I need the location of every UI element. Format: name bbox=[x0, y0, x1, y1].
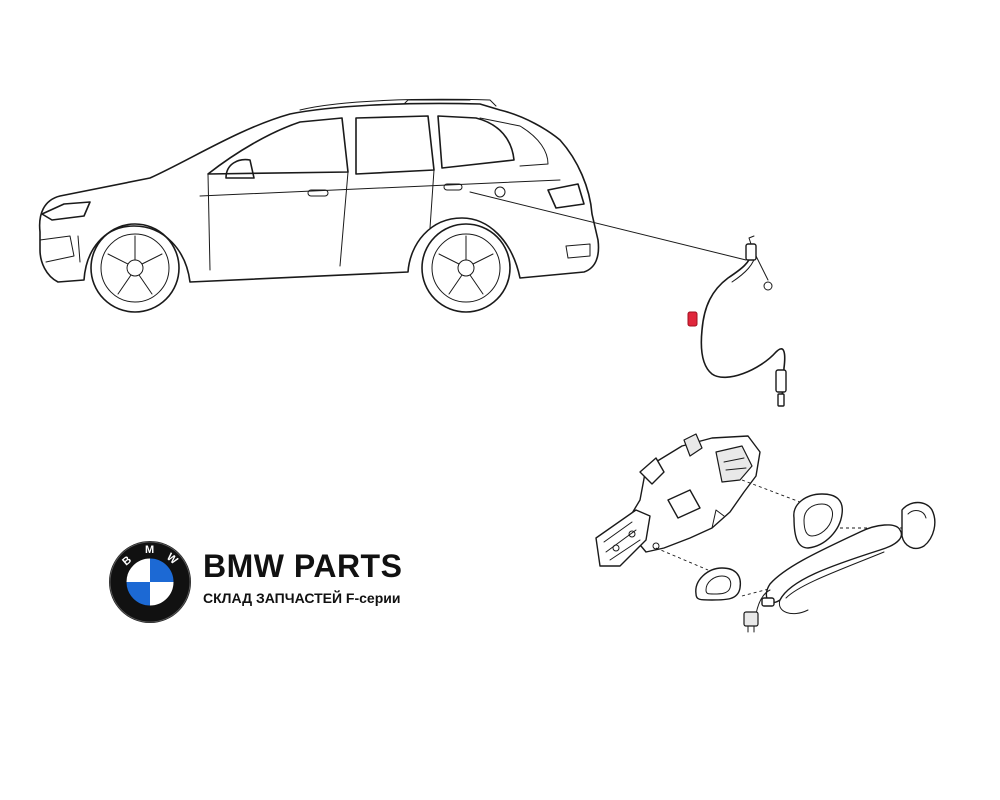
brand-block: BMW PARTS СКЛАД ЗАПЧАСТЕЙ F-серии bbox=[203, 548, 402, 608]
logo-letter-m: M bbox=[145, 544, 154, 556]
brand-title: BMW PARTS bbox=[203, 548, 403, 584]
exterior-door-handle bbox=[765, 524, 903, 615]
bmw-logo: B M W bbox=[109, 541, 191, 623]
handle-gasket-lower bbox=[695, 567, 742, 601]
handle-connector bbox=[743, 589, 775, 633]
brand-subtitle: СКЛАД ЗАПЧАСТЕЙ F-серии bbox=[203, 590, 401, 606]
front-wheel bbox=[90, 223, 180, 313]
leader-line bbox=[469, 191, 747, 261]
alignment-line-upper bbox=[741, 479, 801, 503]
highlighted-clip bbox=[687, 311, 698, 327]
car-illustration bbox=[38, 98, 600, 313]
handle-gasket-upper bbox=[793, 493, 843, 549]
alignment-line-lower bbox=[655, 547, 709, 571]
door-lock-mechanism bbox=[595, 433, 761, 567]
bowden-cable bbox=[687, 235, 787, 407]
rear-wheel bbox=[421, 223, 511, 313]
handle-end-cap bbox=[901, 501, 936, 550]
